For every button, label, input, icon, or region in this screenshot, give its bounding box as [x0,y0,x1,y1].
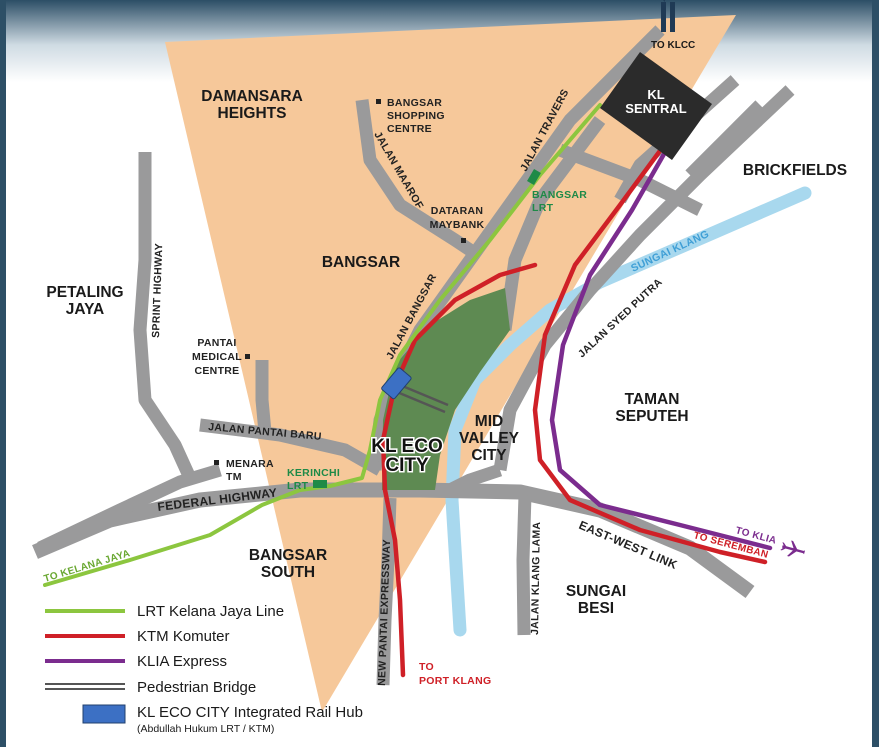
bsc-label-1: BANGSAR [387,97,442,109]
pmc-label-3: CENTRE [195,365,240,377]
bangsar-lrt-label-2: LRT [532,202,554,214]
to-port-klang-label-2: PORT KLANG [419,675,491,687]
kerinchi-lrt-station [313,480,327,488]
new-pantai-expressway-label: NEW PANTAI EXPRESSWAY [376,539,393,686]
dataran-maybank-marker [461,238,466,243]
lrt-kelana-jaya-line [43,103,602,587]
kl-sentral-label-line1: KL [647,87,664,102]
sprint-highway-label: SPRINT HIGHWAY [150,243,165,338]
bsc-label-2: SHOPPING [387,110,445,122]
sungai-besi-label-1: SUNGAI [566,583,626,600]
bangsar-lrt-station [527,168,541,186]
bangsar-label: BANGSAR [322,254,400,271]
airplane-icon [780,540,806,557]
bangsar-south-label-2: SOUTH [261,564,315,581]
petaling-label: PETALING [46,284,123,301]
bangsar-south-label-1: BANGSAR [249,547,327,564]
jaya-label: JAYA [66,301,105,318]
legend-hub-sublabel: (Abdullah Hukum LRT / KTM) [137,723,274,735]
legend-hub-label: KL ECO CITY Integrated Rail Hub [137,704,363,721]
pmc-label-1: PANTAI [197,337,236,349]
dataran-maybank-label-1: DATARAN [431,205,483,217]
kl-eco-city-park [382,288,510,490]
kl-eco-city-label-2: CITY [385,455,429,476]
taman-label: TAMAN [625,391,680,408]
kl-sentral-label-line2: SENTRAL [625,101,686,116]
dataran-maybank-label-2: MAYBANK [430,219,485,231]
menara-tm-label-1: MENARA [226,458,274,470]
sungai-klang-river [445,186,812,637]
pmc-label-2: MEDICAL [192,351,242,363]
damansara-label: DAMANSARA [201,88,303,105]
legend-klia-label: KLIA Express [137,653,227,670]
bsc-label-3: CENTRE [387,123,432,135]
seputeh-label: SEPUTEH [615,408,688,425]
valley-label: VALLEY [459,430,520,447]
to-klcc-label: TO KLCC [651,40,695,51]
kerinchi-lrt-label-2: LRT [287,480,309,492]
pantai-medical-centre-marker [245,354,250,359]
bangsar-lrt-label-1: BANGSAR [532,189,587,201]
jalan-klang-lama-label: JALAN KLANG LAMA [529,521,543,635]
pedestrian-bridge [396,383,449,414]
sungai-besi-label-2: BESI [578,600,614,617]
heights-label: HEIGHTS [218,105,287,122]
legend-lrt-label: LRT Kelana Jaya Line [137,603,284,620]
kl-eco-city-rail-hub [381,367,412,400]
menara-tm-label-2: TM [226,471,242,483]
bangsar-shopping-centre-marker [376,99,381,104]
klia-express-line [549,137,773,551]
legend-bridge-label: Pedestrian Bridge [137,679,256,696]
city-label: CITY [471,447,507,464]
map-legend: LRT Kelana Jaya Line KTM Komuter KLIA Ex… [45,603,363,735]
kl-sentral-block [600,52,712,160]
kerinchi-lrt-label-1: KERINCHI [287,467,340,479]
menara-tm-marker [214,460,219,465]
to-port-klang-label-1: TO [419,661,434,673]
petronas-towers-icon [661,0,675,32]
kl-eco-city-label-1: KL ECO [371,436,442,457]
ktm-komuter-line [380,137,768,678]
legend-hub-swatch [82,704,126,724]
mid-label: MID [475,413,503,430]
brickfields-label: BRICKFIELDS [743,162,847,179]
legend-ktm-label: KTM Komuter [137,628,230,645]
